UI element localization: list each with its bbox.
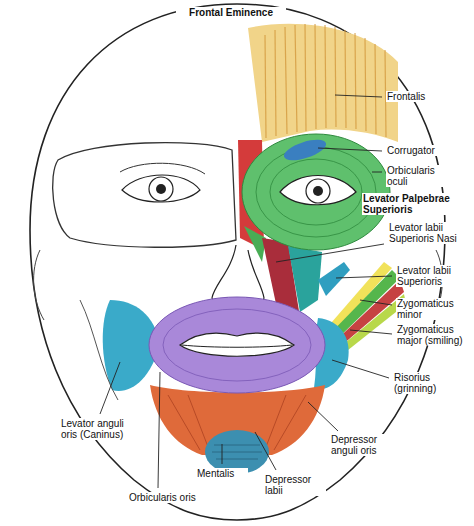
illustration-part <box>149 177 173 201</box>
label-text: Levator anguli oris (Caninus) <box>61 418 124 440</box>
illustration-part <box>265 24 386 138</box>
illustration-part <box>163 309 311 381</box>
illustration-part <box>149 297 325 393</box>
muscle-label: Zygomaticus major (smiling) <box>396 324 468 346</box>
label-text: Depressor anguli oris <box>331 434 377 456</box>
illustration-part <box>325 25 326 128</box>
muscle-label: Levator anguli oris (Caninus) <box>60 418 140 440</box>
illustration-part <box>285 27 287 134</box>
leader-lines <box>100 95 392 488</box>
region-label: Frontal Eminence <box>176 7 286 18</box>
label-text: Zygomaticus minor <box>397 298 454 320</box>
muscle-label: Levator Palpebrae Superioris <box>362 193 468 215</box>
illustration-part <box>295 25 297 132</box>
illustration-part <box>156 184 166 194</box>
illustration-part <box>345 30 346 128</box>
illustration-part <box>335 27 336 127</box>
illustration-part <box>335 95 382 97</box>
muscle-label: Depressor anguli oris <box>330 434 404 456</box>
illustration-part <box>315 24 316 129</box>
left-eye <box>53 143 236 248</box>
illustration-part <box>318 148 382 151</box>
muscle-label: Levator labii Superioris <box>396 265 470 287</box>
frontalis-muscle <box>248 24 398 142</box>
muscle-label: Mentalis <box>196 468 248 479</box>
illustration-part <box>212 445 262 459</box>
illustration-part <box>282 136 329 165</box>
label-text: Levator labii Superioris <box>397 265 451 287</box>
illustration-part <box>270 159 362 225</box>
head-outline <box>30 4 445 520</box>
illustration-part <box>222 444 223 464</box>
muscle-label: Levator labii Superioris Nasi <box>388 222 468 244</box>
label-text: Levator Palpebrae Superioris <box>363 193 450 215</box>
illustration-part <box>122 175 200 202</box>
muscle-label: Risorius (grinning) <box>393 372 461 394</box>
illustration-part <box>306 179 330 203</box>
illustration-part <box>365 38 366 131</box>
illustration-part <box>242 134 390 250</box>
label-text: Frontal Eminence <box>189 7 273 18</box>
label-text: Orbicularis oris <box>129 492 196 503</box>
muscle-label: Zygomaticus minor <box>396 298 468 320</box>
illustration-part <box>350 330 392 334</box>
illustration-part <box>180 333 294 356</box>
illustration-part <box>336 276 392 278</box>
illustration-part <box>265 35 266 138</box>
illustration-part <box>255 432 276 470</box>
label-text: Zygomaticus major (smiling) <box>397 324 463 346</box>
muscle-label: Orbicularis oculi <box>386 165 456 187</box>
illustration-part <box>360 300 392 305</box>
illustration-part <box>375 44 376 134</box>
illustration-part <box>275 30 276 136</box>
illustration-part <box>53 143 236 248</box>
label-text: Depressor labii <box>265 474 311 496</box>
illustration-part <box>305 24 306 131</box>
illustration-part <box>256 147 376 237</box>
chin-muscles <box>150 385 325 474</box>
illustration-part <box>372 172 382 173</box>
muscle-label: Orbicularis oris <box>128 492 198 503</box>
label-text: Frontalis <box>387 91 425 102</box>
muscle-label: Corrugator <box>386 145 456 156</box>
illustration-part <box>80 300 118 400</box>
illustration-part <box>158 372 160 488</box>
illustration-part <box>280 176 356 205</box>
illustration-part <box>355 33 356 129</box>
illustration-part <box>313 186 323 196</box>
label-text: Corrugator <box>387 145 435 156</box>
label-text: Risorius (grinning) <box>394 372 436 394</box>
illustration-part <box>182 345 292 347</box>
illustration-part <box>308 402 338 431</box>
illustration-part <box>100 362 120 414</box>
illustration-part <box>34 250 44 320</box>
label-text: Orbicularis oculi <box>387 165 435 187</box>
illustration-part <box>30 4 445 520</box>
illustration-part <box>120 163 205 174</box>
orbicularis-oris-muscle <box>149 297 325 393</box>
muscle-label: Frontalis <box>386 91 456 102</box>
illustration-part <box>318 262 350 296</box>
muscle-label: Depressor labii <box>264 474 326 496</box>
illustration-part <box>276 244 384 262</box>
orbicularis-oculi-muscle <box>242 134 390 250</box>
label-text: Mentalis <box>197 468 234 479</box>
illustration-part <box>248 24 398 142</box>
label-text: Levator labii Superioris Nasi <box>389 222 457 244</box>
illustration-part <box>288 246 322 312</box>
illustration-part <box>332 360 389 378</box>
